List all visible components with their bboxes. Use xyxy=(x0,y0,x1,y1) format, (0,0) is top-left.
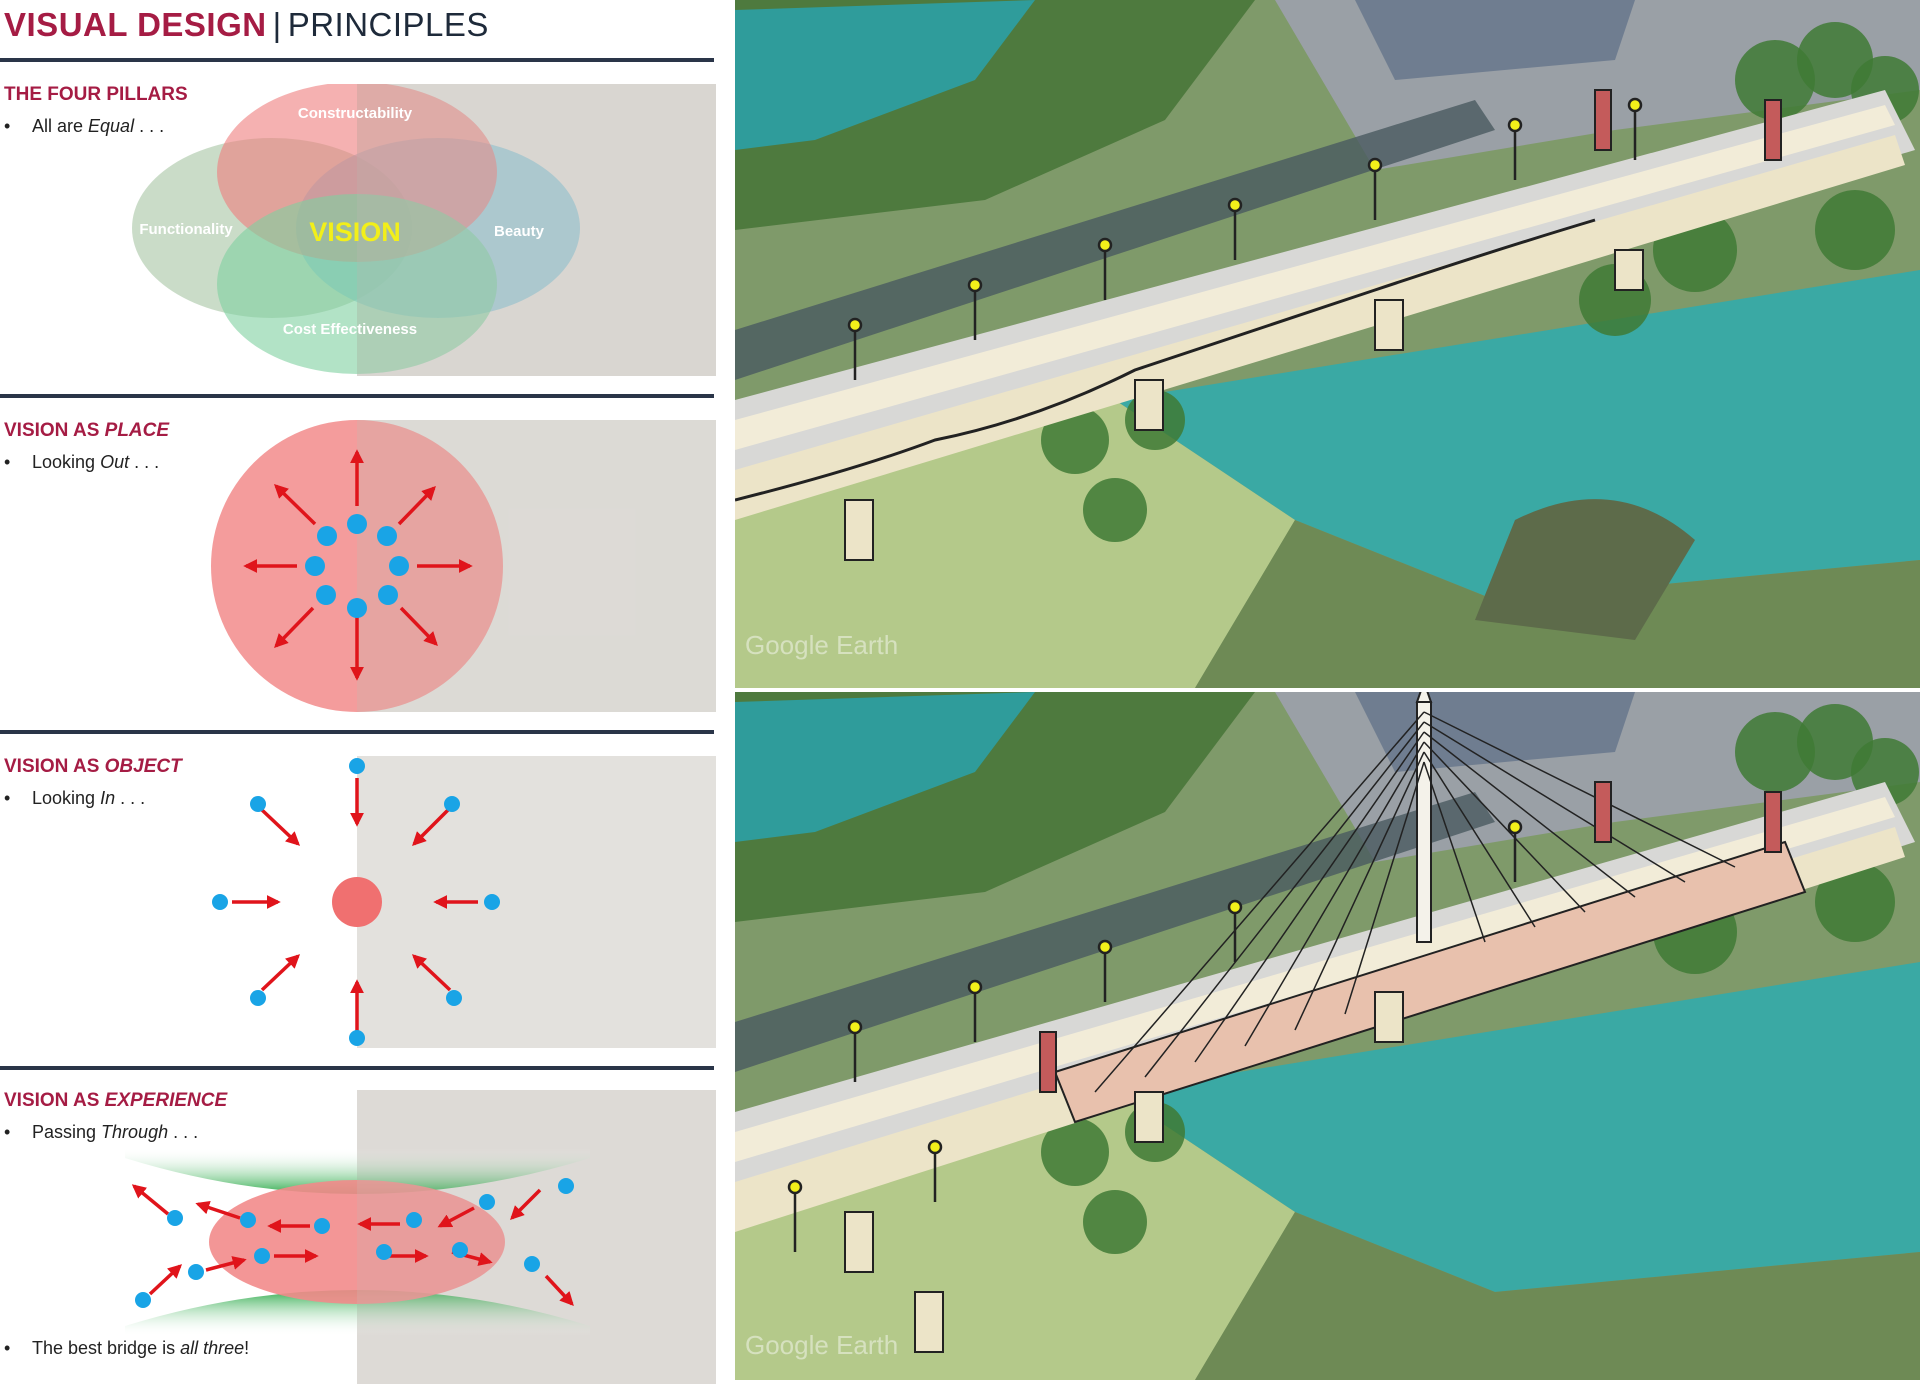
watermark-bottom: Google Earth xyxy=(745,1330,899,1360)
viewer-dots xyxy=(305,514,409,618)
watermark-top: Google Earth xyxy=(745,630,899,660)
label-beauty: Beauty xyxy=(494,223,545,240)
existing-bridge-scene: Google Earth xyxy=(735,0,1920,688)
divider xyxy=(0,1066,714,1070)
passing-arrows xyxy=(131,1184,574,1307)
divider xyxy=(0,394,714,398)
pillars-bullet: •All are Equal . . . xyxy=(4,116,165,136)
place-diagram xyxy=(211,420,716,712)
label-cost-effectiveness: Cost Effectiveness xyxy=(283,321,417,338)
experience-section: VISION AS EXPERIENCE •Passing Through . … xyxy=(0,1090,716,1384)
place-heading: VISION AS PLACE xyxy=(4,420,170,441)
title-bold: VISUAL DESIGN xyxy=(4,6,267,43)
experience-bullet: •Passing Through . . . xyxy=(4,1122,199,1142)
object-diagram xyxy=(212,758,500,1046)
label-vision: VISION xyxy=(309,217,401,247)
proposed-bridge-image xyxy=(735,692,1920,1380)
label-functionality: Functionality xyxy=(139,221,233,238)
divider xyxy=(0,730,714,734)
experience-diagram xyxy=(125,1090,716,1384)
green-band-top xyxy=(125,1148,590,1194)
title-light: PRINCIPLES xyxy=(287,6,489,43)
object-heading: VISION AS OBJECT xyxy=(4,756,182,777)
grey-backdrop xyxy=(357,756,716,1048)
place-section: VISION AS PLACE •Looking Out . . . xyxy=(0,420,716,712)
traveller-dots xyxy=(135,1178,574,1308)
object-circle xyxy=(332,877,382,927)
existing-bridge-image xyxy=(735,0,1920,688)
outward-arrows xyxy=(243,449,473,681)
divider xyxy=(0,58,714,62)
venn-diagram: Constructability Functionality Beauty Co… xyxy=(132,84,716,376)
proposed-bridge-scene: Google Earth xyxy=(735,692,1920,1380)
inward-arrows xyxy=(232,778,478,1034)
observer-dots xyxy=(212,758,500,1046)
pillars-heading: THE FOUR PILLARS xyxy=(4,84,188,105)
page-title: VISUAL DESIGN|PRINCIPLES xyxy=(4,6,489,44)
bridge-renderings: Google Earth xyxy=(735,0,1920,1384)
principles-panel: VISUAL DESIGN|PRINCIPLES THE FOUR PILLAR… xyxy=(0,0,720,1384)
place-bullet: •Looking Out . . . xyxy=(4,452,160,472)
green-band-bottom xyxy=(125,1290,590,1336)
final-statement: •The best bridge is all three! xyxy=(4,1338,250,1358)
experience-zone xyxy=(209,1180,505,1304)
venn-grey-overlay xyxy=(357,84,716,376)
pillars-section: THE FOUR PILLARS •All are Equal . . . Co… xyxy=(0,84,716,376)
label-constructability: Constructability xyxy=(298,105,413,122)
object-section: VISION AS OBJECT •Looking In . . . xyxy=(0,756,716,1048)
object-bullet: •Looking In . . . xyxy=(4,788,146,808)
title-separator: | xyxy=(272,6,282,43)
venn-cost xyxy=(217,194,497,374)
experience-heading: VISION AS EXPERIENCE xyxy=(4,1090,228,1111)
